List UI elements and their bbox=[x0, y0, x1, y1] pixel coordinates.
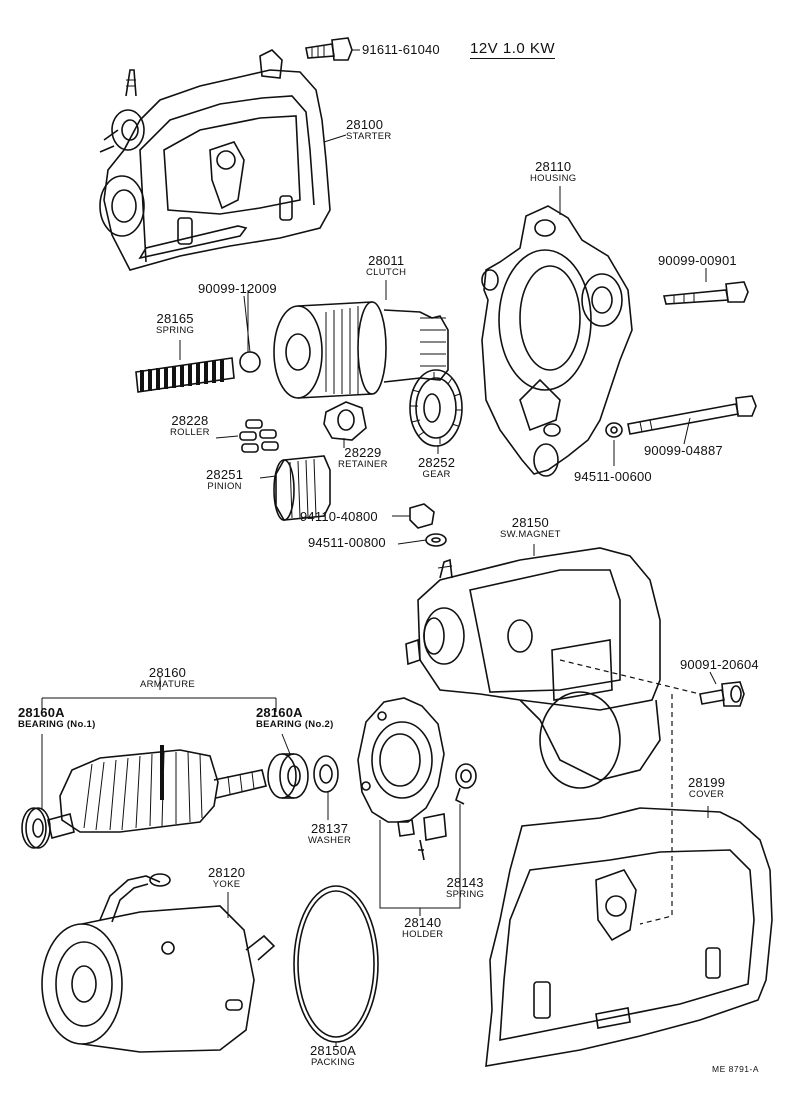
label-yoke: 28120 YOKE bbox=[208, 866, 245, 890]
leader-lines bbox=[41, 49, 717, 918]
brush-holder-drawing bbox=[357, 697, 447, 861]
armature-drawing bbox=[47, 745, 267, 839]
label-starter: 28100 STARTER bbox=[346, 118, 392, 142]
rollers-drawing bbox=[239, 419, 279, 453]
part-name: BEARING (No.1) bbox=[18, 719, 96, 730]
ring-drawing bbox=[239, 290, 261, 373]
part-name: PINION bbox=[207, 481, 242, 492]
label-through-bolt: 90099-04887 bbox=[644, 443, 723, 458]
alignment-line bbox=[639, 694, 673, 925]
alignment-line bbox=[559, 659, 701, 695]
retainer-drawing bbox=[323, 401, 367, 441]
cover-screw-drawing bbox=[699, 681, 745, 707]
part-number: 28137 bbox=[311, 821, 349, 836]
housing-bolt-drawing bbox=[662, 281, 749, 305]
label-ring: 90099-12009 bbox=[198, 281, 277, 296]
housing-drawing bbox=[481, 205, 633, 477]
brush-spring-drawing bbox=[455, 763, 477, 805]
bearing-1-drawing bbox=[21, 807, 51, 849]
label-nut: 94110-40800 bbox=[300, 509, 378, 524]
part-number: 28120 bbox=[208, 865, 246, 880]
yoke-drawing bbox=[41, 873, 276, 1053]
part-number: 28229 bbox=[344, 445, 382, 460]
label-retainer: 28229 RETAINER bbox=[338, 446, 388, 470]
part-number: 28110 bbox=[535, 159, 572, 174]
part-number: 28251 bbox=[206, 467, 244, 482]
part-number: 28150A bbox=[310, 1043, 357, 1058]
part-name: SPRING bbox=[446, 889, 485, 900]
part-name: WASHER bbox=[308, 835, 352, 846]
part-number: 28165 bbox=[156, 311, 194, 326]
part-number: 28160A bbox=[18, 705, 65, 720]
label-washer-nut: 94511-00800 bbox=[308, 535, 386, 550]
label-clutch: 28011 CLUTCH bbox=[366, 254, 406, 278]
label-washer-housing: 94511-00600 bbox=[574, 469, 652, 484]
part-name: PACKING bbox=[310, 1057, 356, 1068]
part-number: 28140 bbox=[404, 915, 442, 930]
part-number: 28252 bbox=[418, 455, 456, 470]
part-number: 28160A bbox=[256, 705, 303, 720]
through-bolt-drawing bbox=[605, 395, 757, 438]
part-number: 28150 bbox=[511, 515, 549, 530]
part-name: YOKE bbox=[212, 879, 241, 890]
label-holder: 28140 HOLDER bbox=[402, 916, 443, 940]
part-number: 28160 bbox=[148, 665, 187, 680]
part-name: BEARING (No.2) bbox=[256, 719, 334, 730]
nut-drawing bbox=[409, 503, 447, 547]
label-bolt-top: 91611-61040 bbox=[362, 42, 440, 57]
pinion-drawing bbox=[273, 455, 331, 521]
part-number: 28100 bbox=[346, 117, 384, 132]
label-screw-cover: 90091-20604 bbox=[680, 657, 759, 672]
sw-magnet-drawing bbox=[405, 547, 661, 789]
label-cover: 28199 COVER bbox=[688, 776, 725, 800]
part-name: HOLDER bbox=[402, 929, 444, 940]
label-packing: 28150A PACKING bbox=[310, 1044, 356, 1068]
label-gear: 28252 GEAR bbox=[418, 456, 455, 480]
label-bearing-1: 28160A BEARING (No.1) bbox=[18, 706, 96, 730]
part-number: 28199 bbox=[688, 775, 726, 790]
washer-drawing bbox=[313, 755, 339, 793]
part-number: 28228 bbox=[171, 413, 209, 428]
part-name: SPRING bbox=[156, 325, 195, 336]
drawing-code: ME 8791-A bbox=[712, 1064, 760, 1074]
spring-drawing bbox=[135, 340, 235, 393]
part-name: ARMATURE bbox=[140, 679, 196, 690]
clutch-drawing bbox=[273, 301, 449, 399]
part-name: SW.MAGNET bbox=[500, 529, 561, 540]
label-armature: 28160 ARMATURE bbox=[140, 666, 195, 690]
cover-drawing bbox=[485, 807, 773, 1067]
label-spring: 28165 SPRING bbox=[156, 312, 194, 336]
part-name: COVER bbox=[688, 789, 725, 800]
label-brush-spring: 28143 SPRING bbox=[446, 876, 484, 900]
label-roller: 28228 ROLLER bbox=[170, 414, 210, 438]
bearing-2-drawing bbox=[267, 753, 309, 799]
gear-drawing bbox=[409, 369, 463, 447]
bolt-top-drawing bbox=[305, 37, 360, 61]
part-number: 28011 bbox=[368, 253, 405, 268]
packing-drawing bbox=[293, 885, 379, 1046]
label-bolt-housing: 90099-00901 bbox=[658, 253, 737, 268]
label-pinion: 28251 PINION bbox=[206, 468, 243, 492]
part-name: HOUSING bbox=[530, 173, 577, 184]
spec-heading: 12V 1.0 KW bbox=[470, 40, 556, 59]
part-name: RETAINER bbox=[338, 459, 388, 470]
part-name: GEAR bbox=[422, 469, 451, 480]
part-name: STARTER bbox=[346, 131, 392, 142]
starter-assembly-drawing bbox=[99, 49, 331, 271]
part-name: ROLLER bbox=[170, 427, 210, 438]
label-bearing-2: 28160A BEARING (No.2) bbox=[256, 706, 334, 730]
label-sw-magnet: 28150 SW.MAGNET bbox=[500, 516, 561, 540]
part-name: CLUTCH bbox=[366, 267, 407, 278]
label-housing: 28110 HOUSING bbox=[530, 160, 576, 184]
part-number: 28143 bbox=[446, 875, 484, 890]
label-washer: 28137 WASHER bbox=[308, 822, 351, 846]
